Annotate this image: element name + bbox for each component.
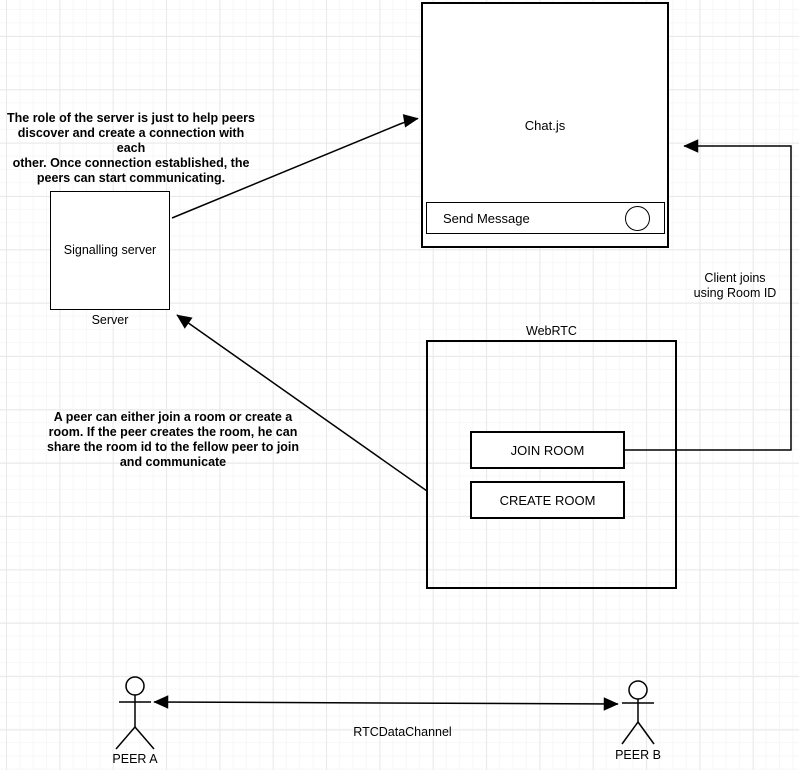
signalling-server-label: Signalling server: [63, 243, 157, 257]
server-role-note: The role of the server is just to help p…: [7, 111, 255, 185]
peer-a-label: PEER A: [112, 752, 158, 766]
join-room-button[interactable]: JOIN ROOM: [470, 431, 625, 469]
send-circle-icon[interactable]: [625, 206, 650, 231]
connector-rtc-datachannel[interactable]: [153, 695, 619, 711]
server-caption: Server: [91, 313, 129, 327]
create-room-button[interactable]: CREATE ROOM: [470, 481, 625, 519]
webrtc-box[interactable]: [426, 340, 677, 589]
signalling-server-box[interactable]: Signalling server: [50, 191, 170, 310]
join-room-label: JOIN ROOM: [510, 442, 585, 458]
peer-a-actor-icon[interactable]: [115, 676, 155, 750]
send-message-bar[interactable]: Send Message: [426, 202, 665, 234]
send-message-label: Send Message: [443, 210, 530, 226]
peer-b-label: PEER B: [615, 748, 661, 762]
peer-b-actor-icon[interactable]: [621, 680, 655, 745]
peer-room-note: A peer can either join a room or create …: [46, 410, 300, 469]
webrtc-title: WebRTC: [526, 324, 577, 338]
create-room-label: CREATE ROOM: [499, 492, 596, 508]
chat-app-title: Chat.js: [524, 118, 566, 133]
rtc-datachannel-label: RTCDataChannel: [353, 725, 452, 739]
